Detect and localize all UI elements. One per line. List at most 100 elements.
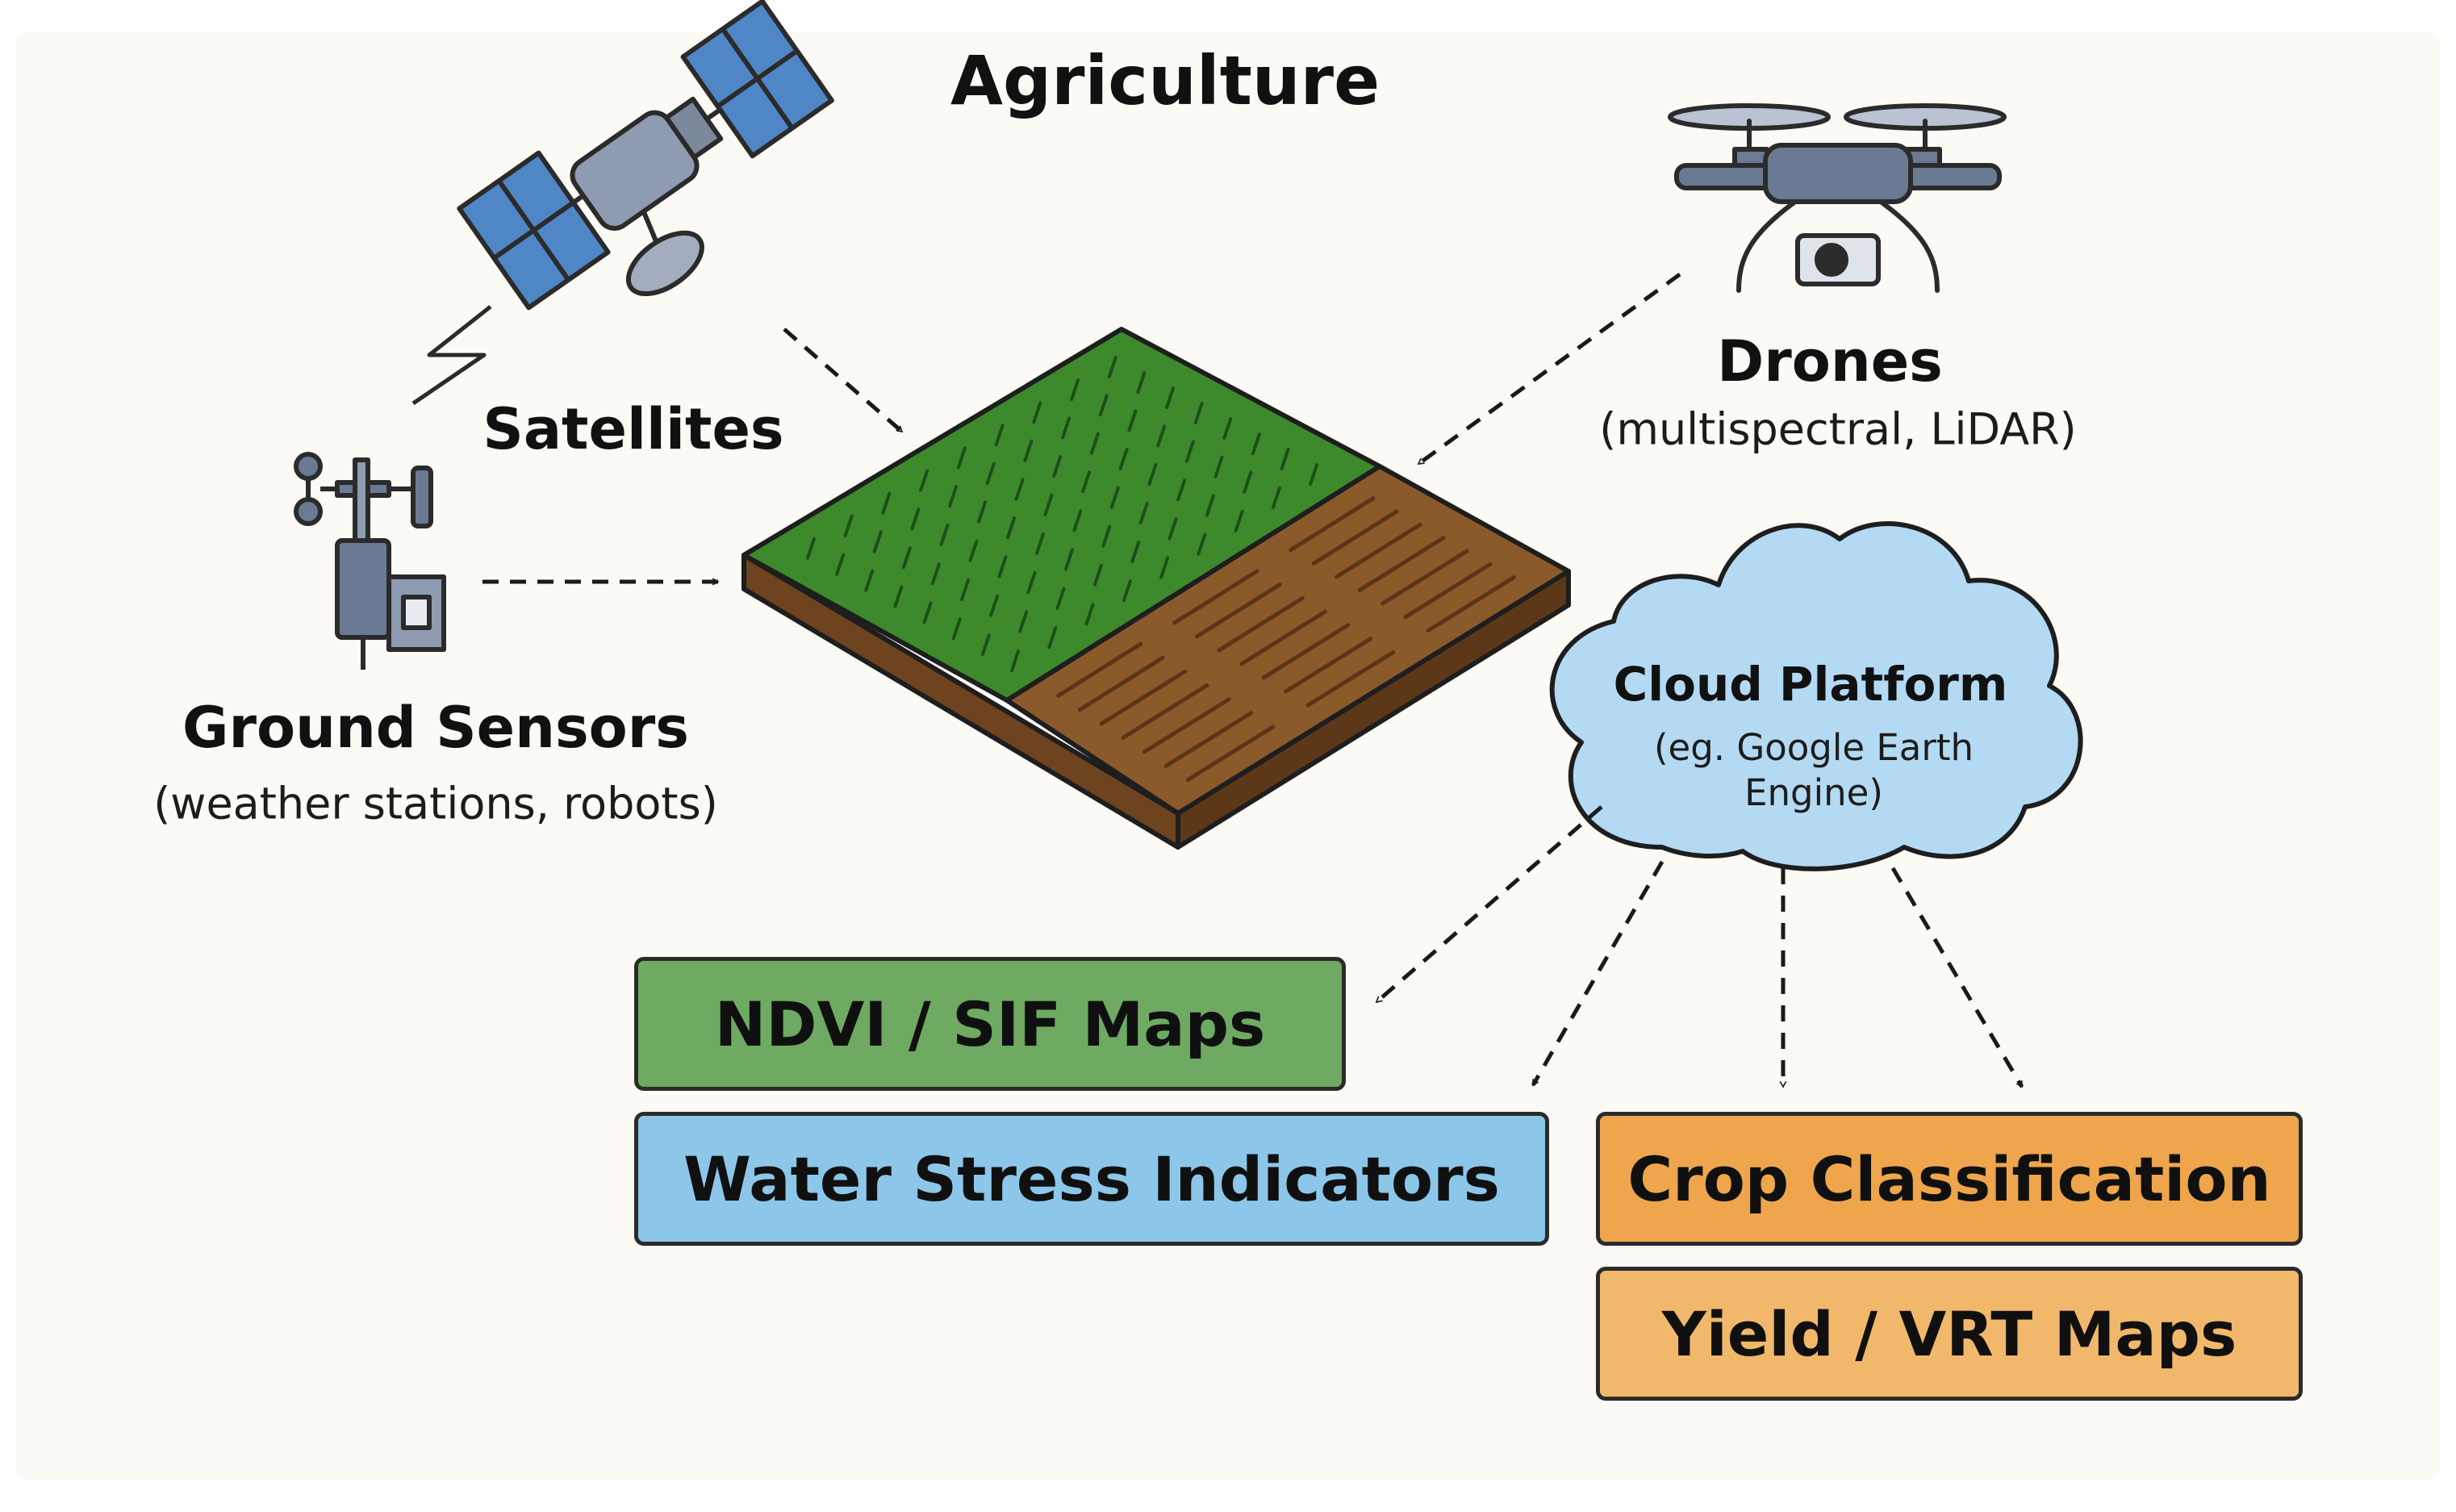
- ground-sensors-label: Ground Sensors: [182, 695, 689, 761]
- crop-seedling: [968, 539, 979, 562]
- crop-seedling: [1205, 494, 1215, 517]
- crop-seedling: [930, 562, 941, 586]
- crop-seedling: [1176, 478, 1187, 502]
- crop-seedling: [939, 524, 950, 546]
- soil-furrow: [1261, 623, 1351, 680]
- crop-seedling: [1193, 402, 1204, 424]
- crop-seedling: [980, 633, 991, 657]
- soil-furrow: [1099, 669, 1188, 726]
- crop-seedling: [881, 491, 892, 515]
- crop-seedling: [1089, 432, 1100, 455]
- output-box-ndvi-sif-maps: NDVI / SIF Maps: [634, 957, 1346, 1091]
- soil-furrow: [1357, 536, 1446, 592]
- crop-seedling: [1043, 493, 1054, 516]
- crop-seedling: [1130, 541, 1141, 564]
- crop-seedling: [1034, 532, 1045, 555]
- soil-furrow: [1121, 683, 1209, 740]
- soil-furrow: [1172, 569, 1259, 625]
- drones-sublabel: (multispectral, LiDAR): [1599, 403, 2077, 455]
- crop-seedling: [989, 594, 1000, 617]
- crop-seedling: [1121, 579, 1132, 603]
- crop-seedling: [1006, 516, 1017, 540]
- output-box-crop-classification: Crop Classification: [1596, 1112, 2303, 1246]
- crop-seedling: [1271, 486, 1281, 509]
- crop-seedling: [977, 500, 988, 524]
- crop-seedling: [1063, 548, 1074, 571]
- soil-furrow: [1163, 711, 1254, 768]
- soil-furrow: [1305, 649, 1396, 708]
- crop-seedling: [1136, 371, 1147, 394]
- crop-seedling: [843, 514, 854, 537]
- crop-seedling: [1084, 603, 1095, 626]
- crop-seedling: [1098, 394, 1109, 417]
- crop-seedling: [1052, 455, 1063, 478]
- soil-furrow: [1426, 575, 1516, 633]
- soil-furrow: [1185, 725, 1276, 783]
- soil-furrow: [1142, 697, 1231, 754]
- crop-seedling: [1101, 524, 1112, 548]
- cloud-platform-sublabel: (eg. Google Earth Engine): [1654, 725, 1974, 817]
- crop-seedling: [1032, 401, 1042, 424]
- crop-seedling: [1197, 533, 1207, 556]
- arrow-cloud-to-yield: [1890, 867, 2024, 1087]
- crop-seedling: [1023, 439, 1034, 462]
- soil-furrow: [1311, 509, 1399, 566]
- flow-arrows: [482, 272, 2024, 1087]
- drones-label: Drones: [1717, 328, 1943, 395]
- crop-seedling: [1147, 463, 1158, 487]
- crop-seedling: [922, 601, 933, 624]
- crop-seedling: [1309, 463, 1319, 486]
- crop-seedling: [956, 446, 967, 470]
- arrow-cloud-to-ndvi: [1375, 805, 1603, 1004]
- crop-seedling: [1026, 571, 1037, 594]
- crop-seedling: [805, 537, 816, 560]
- crop-seedling: [1280, 448, 1290, 470]
- crop-seedling: [1213, 455, 1224, 478]
- crop-seedling: [1092, 563, 1103, 587]
- crop-seedling: [1138, 502, 1149, 524]
- crop-seedling: [1127, 409, 1138, 432]
- soil-furrow: [1056, 641, 1143, 698]
- farm-field-icon: [741, 327, 1571, 850]
- crop-seedling: [872, 530, 883, 553]
- ground-sensors-sublabel: (weather stations, robots): [153, 778, 718, 829]
- satellites-label: Satellites: [482, 396, 784, 462]
- crop-seedling: [951, 617, 962, 641]
- crop-seedling: [901, 546, 912, 570]
- soil-furrow: [1077, 655, 1165, 712]
- crop-seedling: [948, 485, 959, 508]
- satellite-icon: [411, 0, 834, 406]
- cloud-platform-label: Cloud Platform: [1613, 657, 2008, 712]
- crop-seedling: [919, 469, 929, 492]
- cloud-sublabel-line-2: Engine): [1744, 771, 1883, 814]
- crop-seedling: [1061, 416, 1071, 440]
- soil-furrow: [1194, 583, 1282, 639]
- soil-furrow: [1380, 549, 1469, 606]
- cloud-icon: [1549, 521, 2083, 871]
- crop-seedling: [1159, 556, 1170, 579]
- crop-seedling: [1222, 417, 1233, 440]
- crop-seedling: [994, 424, 1005, 447]
- soil-furrow: [1403, 562, 1493, 620]
- crop-seedling: [1109, 486, 1120, 509]
- crop-seedling: [1010, 649, 1021, 673]
- cloud-sublabel-line-1: (eg. Google Earth: [1653, 725, 1974, 769]
- crop-seedling: [1243, 470, 1253, 494]
- crop-seedling: [1184, 440, 1195, 463]
- crop-seedling: [893, 585, 904, 608]
- crop-seedling: [1165, 386, 1176, 409]
- arrow-cloud-to-water-stress: [1531, 860, 1664, 1085]
- crop-seedling: [1047, 626, 1058, 649]
- soil-furrow: [1335, 522, 1422, 579]
- crop-seedling: [960, 578, 971, 601]
- soil-furrow: [1217, 595, 1305, 653]
- crop-seedling: [864, 569, 875, 592]
- crop-seedling: [1014, 478, 1025, 501]
- crop-seedling: [1055, 587, 1066, 610]
- crop-seedling: [835, 553, 846, 576]
- arrow-satellites-to-field: [783, 328, 904, 433]
- output-box-yield-vrt-maps: Yield / VRT Maps: [1596, 1267, 2303, 1401]
- soil-furrow: [1284, 637, 1373, 694]
